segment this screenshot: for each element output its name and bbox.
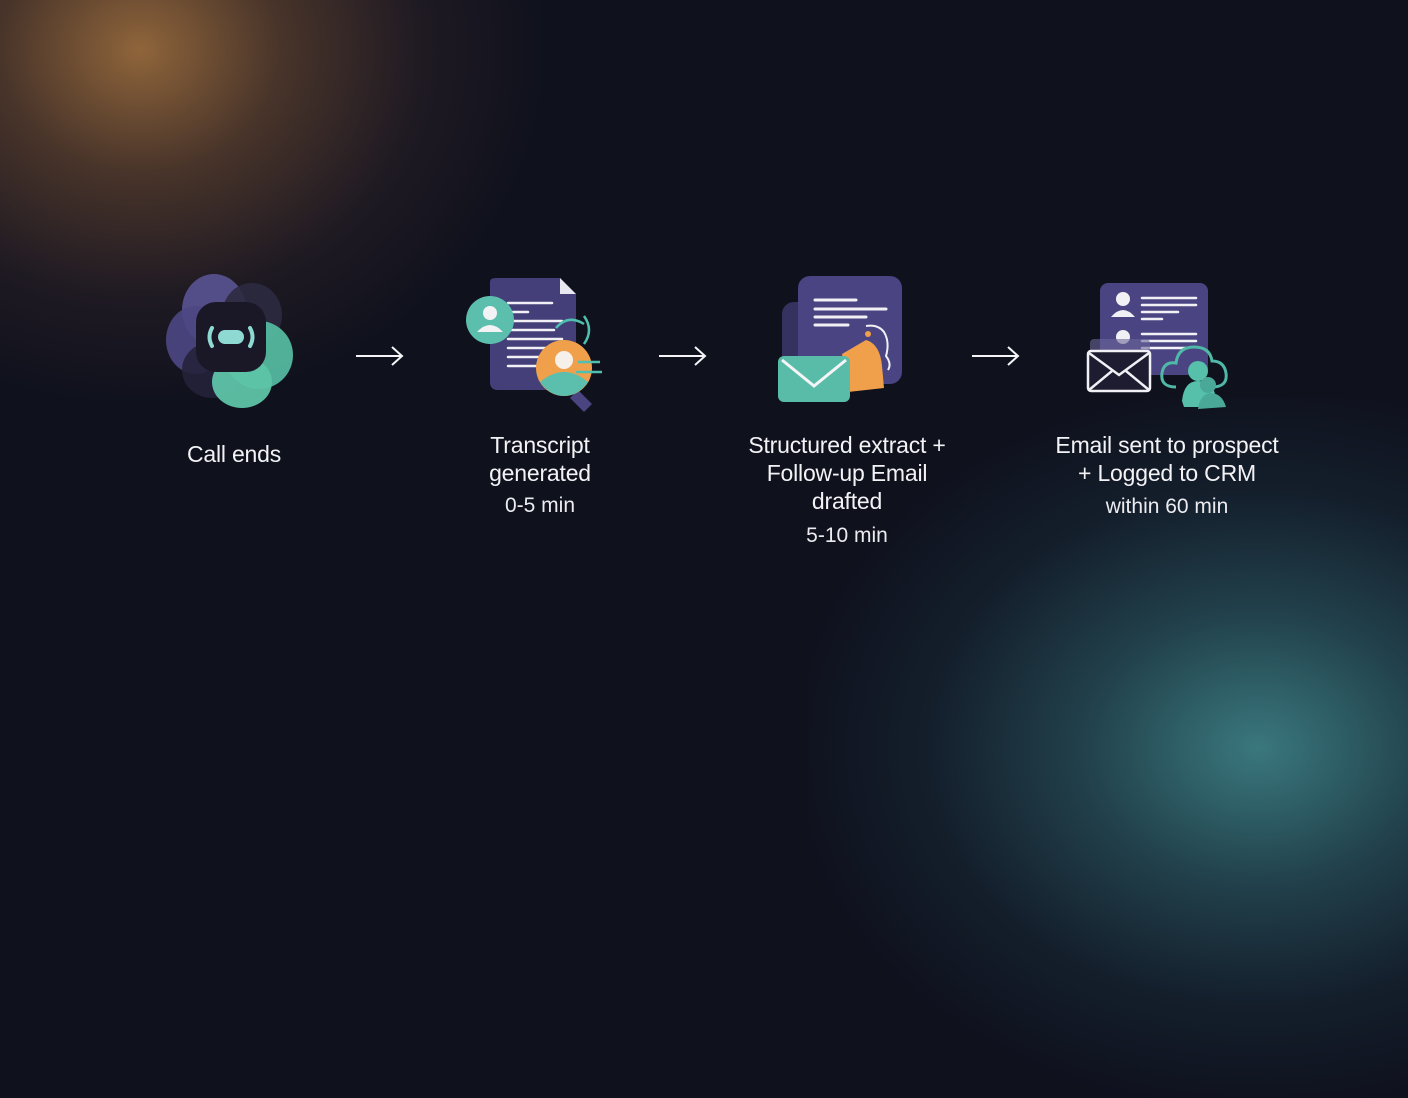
step-label-line: Structured extract +: [748, 432, 946, 458]
step-label-line: drafted: [811, 488, 883, 514]
step-label-line: Call ends: [186, 441, 282, 467]
step-label-line: + Logged to CRM: [1078, 460, 1256, 486]
step-label-line: Email sent to prospect: [1055, 432, 1279, 458]
step-time: 0-5 min: [504, 494, 576, 517]
extract-email-icon: [778, 276, 902, 402]
step-label-line: generated: [489, 460, 591, 486]
step-time: within 60 min: [1105, 495, 1229, 518]
arrow-right-icon: [356, 346, 404, 366]
step-label-line: Transcript: [490, 432, 590, 458]
arrow-right-icon: [972, 346, 1020, 366]
crm-email-icon: [1086, 283, 1228, 409]
call-ends-icon: [166, 274, 293, 408]
step-label-line: Follow-up Email: [766, 460, 928, 486]
transcript-icon: [466, 278, 602, 412]
step-time: 5-10 min: [806, 524, 888, 547]
arrow-right-icon: [659, 346, 707, 366]
